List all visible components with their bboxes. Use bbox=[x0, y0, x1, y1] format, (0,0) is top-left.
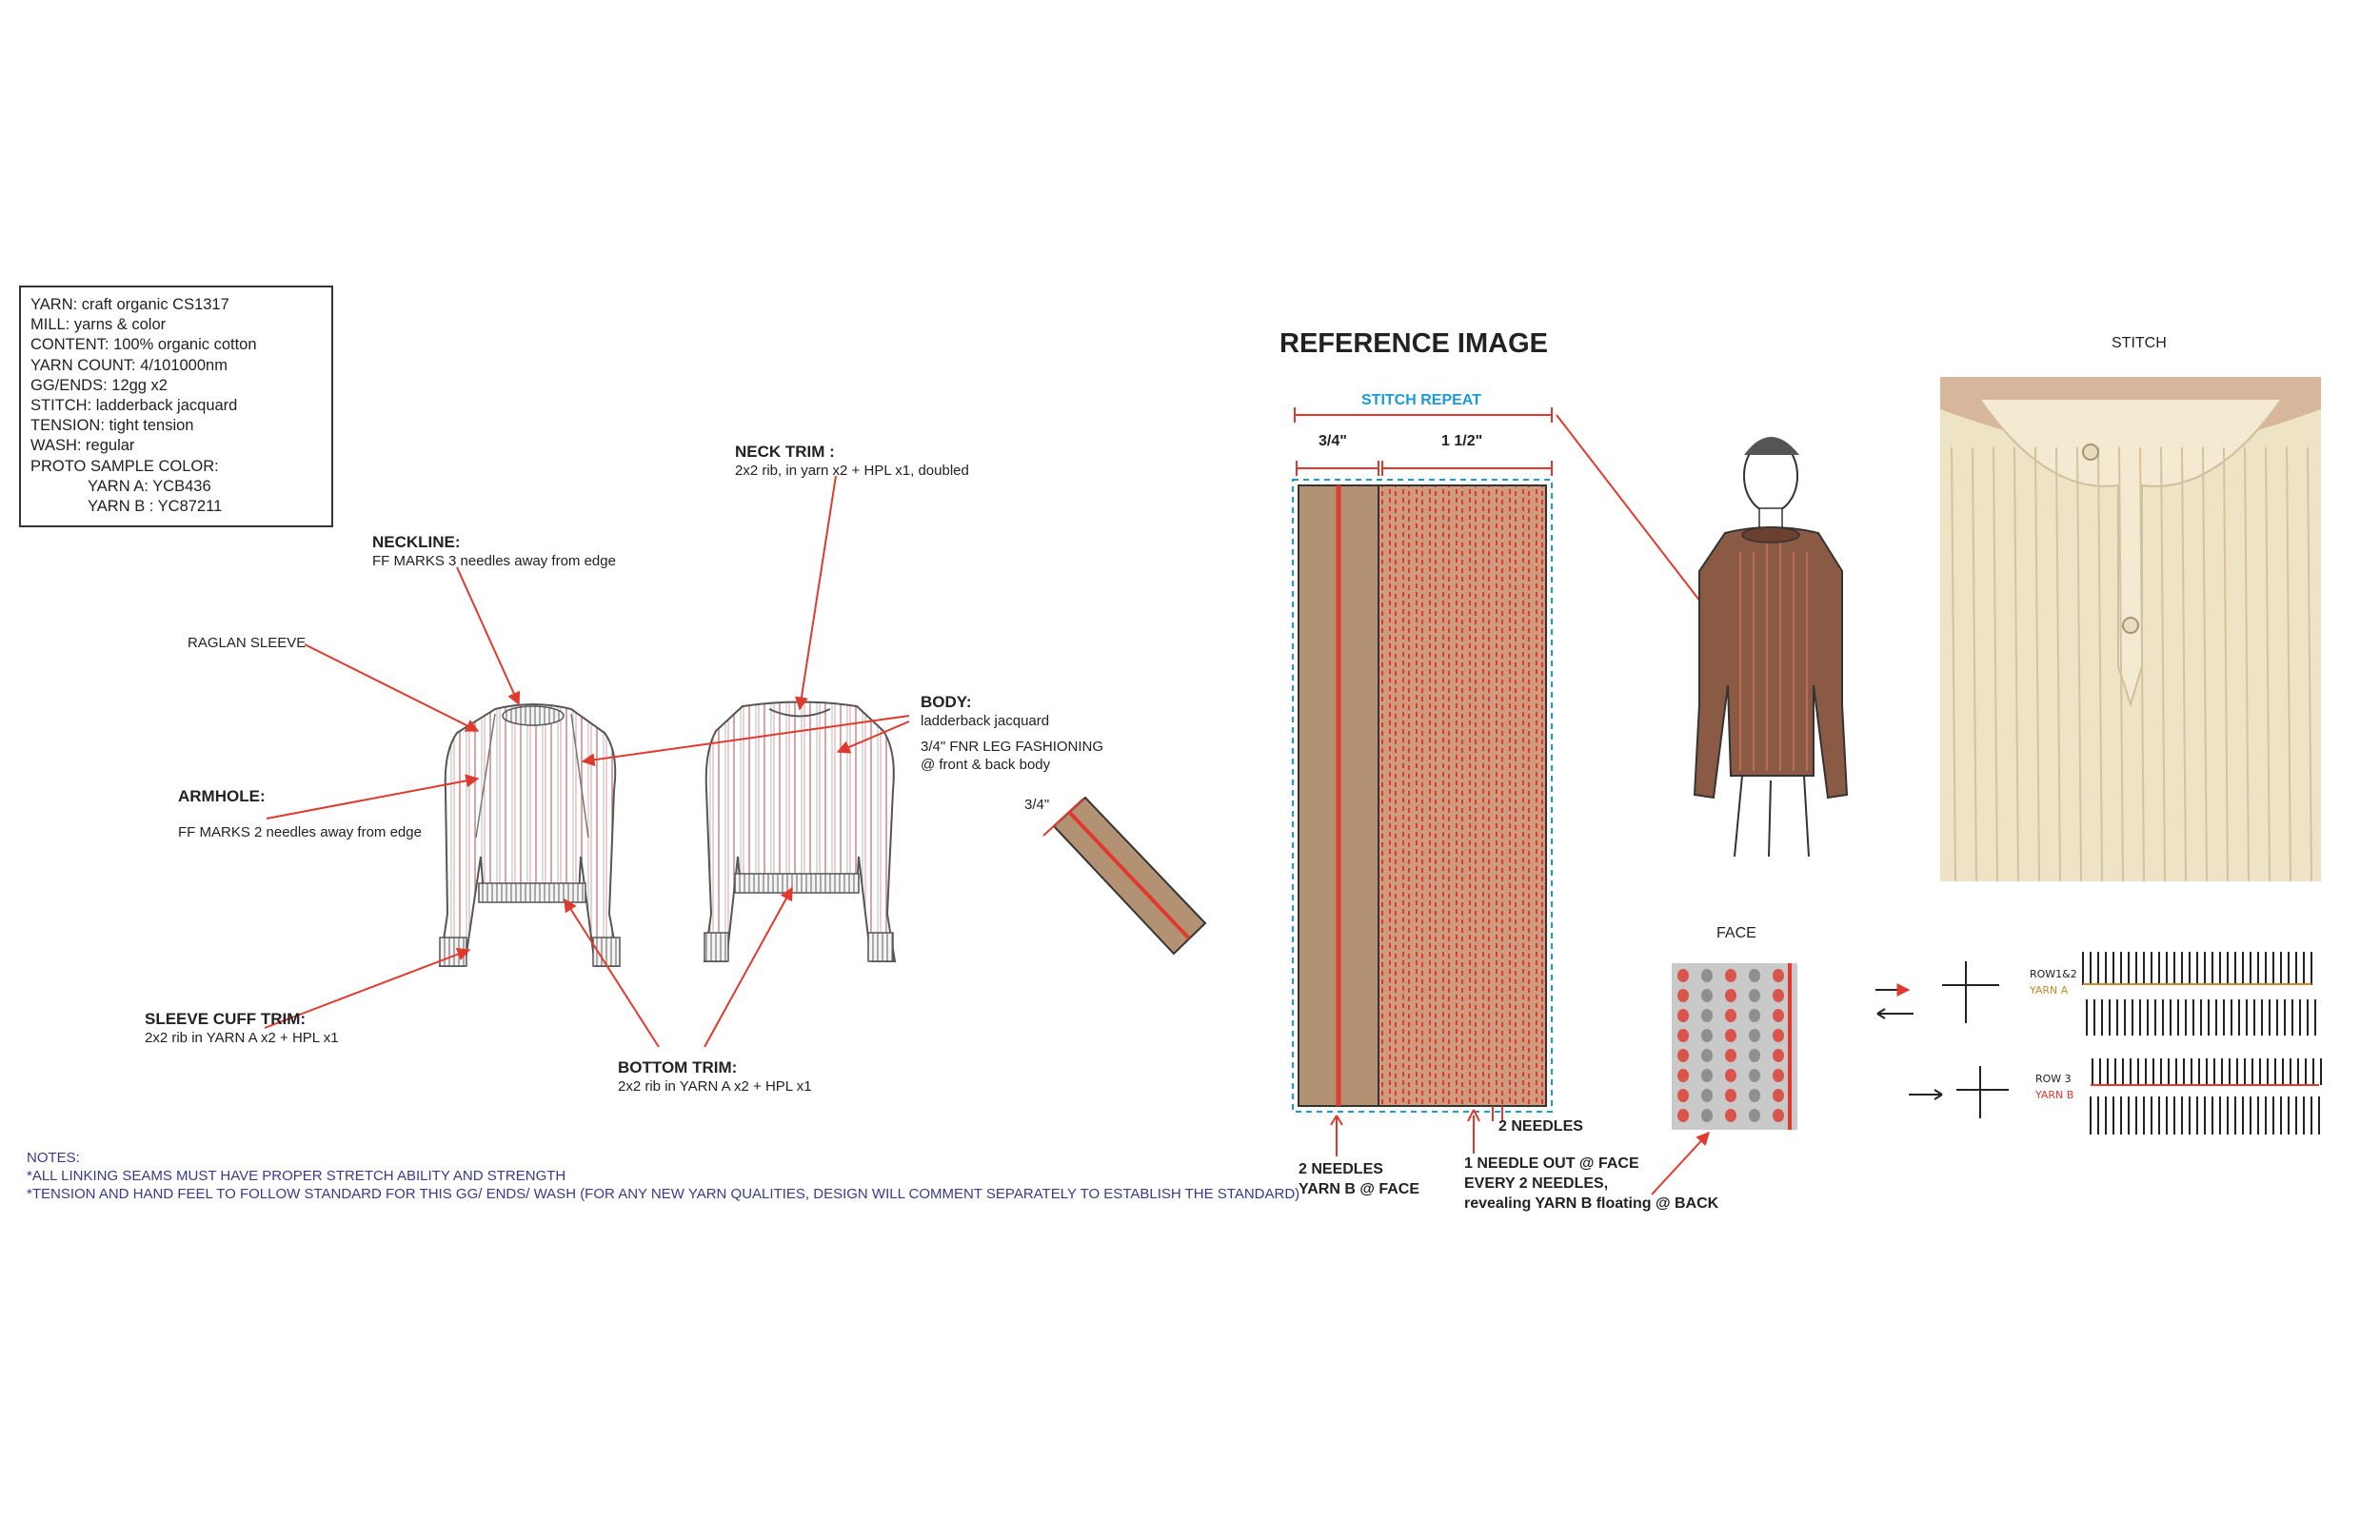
armhole-label: ARMHOLE: FF MARKS 2 needles away from ed… bbox=[178, 787, 422, 841]
neck-trim-label: NECK TRIM : 2x2 rib, in yarn x2 + HPL x1… bbox=[735, 443, 969, 480]
dim-right: 1 1/2" bbox=[1441, 433, 1483, 449]
hand-note-a-2: YARN A bbox=[2030, 984, 2069, 997]
sweater-back-sketch bbox=[703, 701, 897, 962]
face-caption: FACE bbox=[1716, 925, 1756, 941]
note-mid-3: revealing YARN B floating @ BACK bbox=[1464, 1195, 1719, 1212]
spec-yarn-a: YARN A: YCB436 bbox=[88, 477, 211, 495]
notes-line-1: *ALL LINKING SEAMS MUST HAVE PROPER STRE… bbox=[27, 1168, 566, 1184]
bottom-trim-label: BOTTOM TRIM: 2x2 rib in YARN A x2 + HPL … bbox=[618, 1058, 812, 1096]
bottom-trim-title: BOTTOM TRIM: bbox=[618, 1058, 738, 1076]
note-left-1: 2 NEEDLES bbox=[1299, 1161, 1383, 1177]
spec-wash: WASH: regular bbox=[30, 437, 135, 455]
neck-trim-title: NECK TRIM : bbox=[735, 443, 835, 461]
armhole-desc: FF MARKS 2 needles away from edge bbox=[178, 824, 422, 840]
neck-trim-desc: 2x2 rib, in yarn x2 + HPL x1, doubled bbox=[735, 463, 969, 479]
spec-yarn: YARN: craft organic CS1317 bbox=[30, 296, 229, 313]
body-desc-2: 3/4" FNR LEG FASHIONING bbox=[921, 739, 1104, 755]
note-yarn-b-face: 2 NEEDLES YARN B @ FACE bbox=[1299, 1159, 1419, 1199]
spec-stitch: STITCH: ladderback jacquard bbox=[30, 397, 238, 415]
face-swatch bbox=[1672, 963, 1797, 1130]
hand-note-b-1: ROW 3 bbox=[2035, 1073, 2072, 1085]
note-mid-2: EVERY 2 NEEDLES, bbox=[1464, 1175, 1609, 1192]
spec-proto: PROTO SAMPLE COLOR: bbox=[30, 457, 219, 475]
body-label: BODY: ladderback jacquard 3/4" FNR LEG F… bbox=[921, 693, 1103, 774]
notes-title: NOTES: bbox=[27, 1150, 80, 1166]
leg-fashioning-swatch bbox=[1042, 796, 1207, 956]
stitch-caption: STITCH bbox=[2112, 335, 2167, 351]
spec-content: CONTENT: 100% organic cotton bbox=[30, 336, 257, 354]
hand-drawn-notation bbox=[1875, 952, 2322, 1135]
spec-yarn-count: YARN COUNT: 4/101000nm bbox=[30, 356, 228, 374]
model-illustration bbox=[1693, 437, 1849, 858]
neckline-desc: FF MARKS 3 needles away from edge bbox=[372, 553, 616, 569]
hand-note-a-1: ROW1&2 bbox=[2030, 968, 2077, 980]
spec-gg-ends: GG/ENDS: 12gg x2 bbox=[30, 376, 168, 394]
spec-tension: TENSION: tight tension bbox=[30, 417, 194, 435]
sleeve-cuff-title: SLEEVE CUFF TRIM: bbox=[145, 1010, 307, 1028]
reference-title: REFERENCE IMAGE bbox=[1279, 328, 1548, 359]
dim-left: 3/4" bbox=[1319, 433, 1347, 449]
stitch-repeat-label: STITCH REPEAT bbox=[1361, 392, 1481, 408]
stitch-photo bbox=[1940, 377, 2321, 882]
armhole-title: ARMHOLE: bbox=[178, 787, 266, 805]
two-needles-label: 2 NEEDLES bbox=[1498, 1118, 1583, 1135]
spec-box: YARN: craft organic CS1317 MILL: yarns &… bbox=[19, 286, 333, 527]
note-needle-out: 1 NEEDLE OUT @ FACE EVERY 2 NEEDLES, rev… bbox=[1464, 1154, 1718, 1214]
note-mid-1: 1 NEEDLE OUT @ FACE bbox=[1464, 1155, 1639, 1172]
neckline-label: NECKLINE: FF MARKS 3 needles away from e… bbox=[372, 533, 616, 570]
notes-line-2: *TENSION AND HAND FEEL TO FOLLOW STANDAR… bbox=[27, 1186, 1300, 1202]
sweater-front-sketch bbox=[438, 703, 621, 967]
notes: NOTES: *ALL LINKING SEAMS MUST HAVE PROP… bbox=[27, 1149, 1299, 1203]
body-desc-3: @ front & back body bbox=[921, 757, 1051, 773]
spec-yarn-b: YARN B : YC87211 bbox=[88, 498, 223, 516]
body-title: BODY: bbox=[921, 693, 972, 711]
hand-note-b-2: YARN B bbox=[2035, 1089, 2074, 1101]
bottom-trim-desc: 2x2 rib in YARN A x2 + HPL x1 bbox=[618, 1078, 812, 1095]
body-desc-1: ladderback jacquard bbox=[921, 713, 1050, 729]
three-quarter-label: 3/4" bbox=[1024, 797, 1050, 813]
hand-note-b: ROW 3 YARN B bbox=[2035, 1071, 2073, 1103]
hand-note-a: ROW1&2 YARN A bbox=[2030, 966, 2077, 998]
sleeve-cuff-desc: 2x2 rib in YARN A x2 + HPL x1 bbox=[145, 1030, 339, 1046]
callout-arrows bbox=[264, 475, 910, 1048]
sleeve-cuff-label: SLEEVE CUFF TRIM: 2x2 rib in YARN A x2 +… bbox=[145, 1010, 339, 1047]
note-left-2: YARN B @ FACE bbox=[1299, 1181, 1420, 1197]
neckline-title: NECKLINE: bbox=[372, 533, 461, 551]
spec-mill: MILL: yarns & color bbox=[30, 316, 167, 334]
stitch-repeat-diagram bbox=[1292, 407, 1715, 1195]
raglan-label: RAGLAN SLEEVE bbox=[188, 635, 307, 651]
